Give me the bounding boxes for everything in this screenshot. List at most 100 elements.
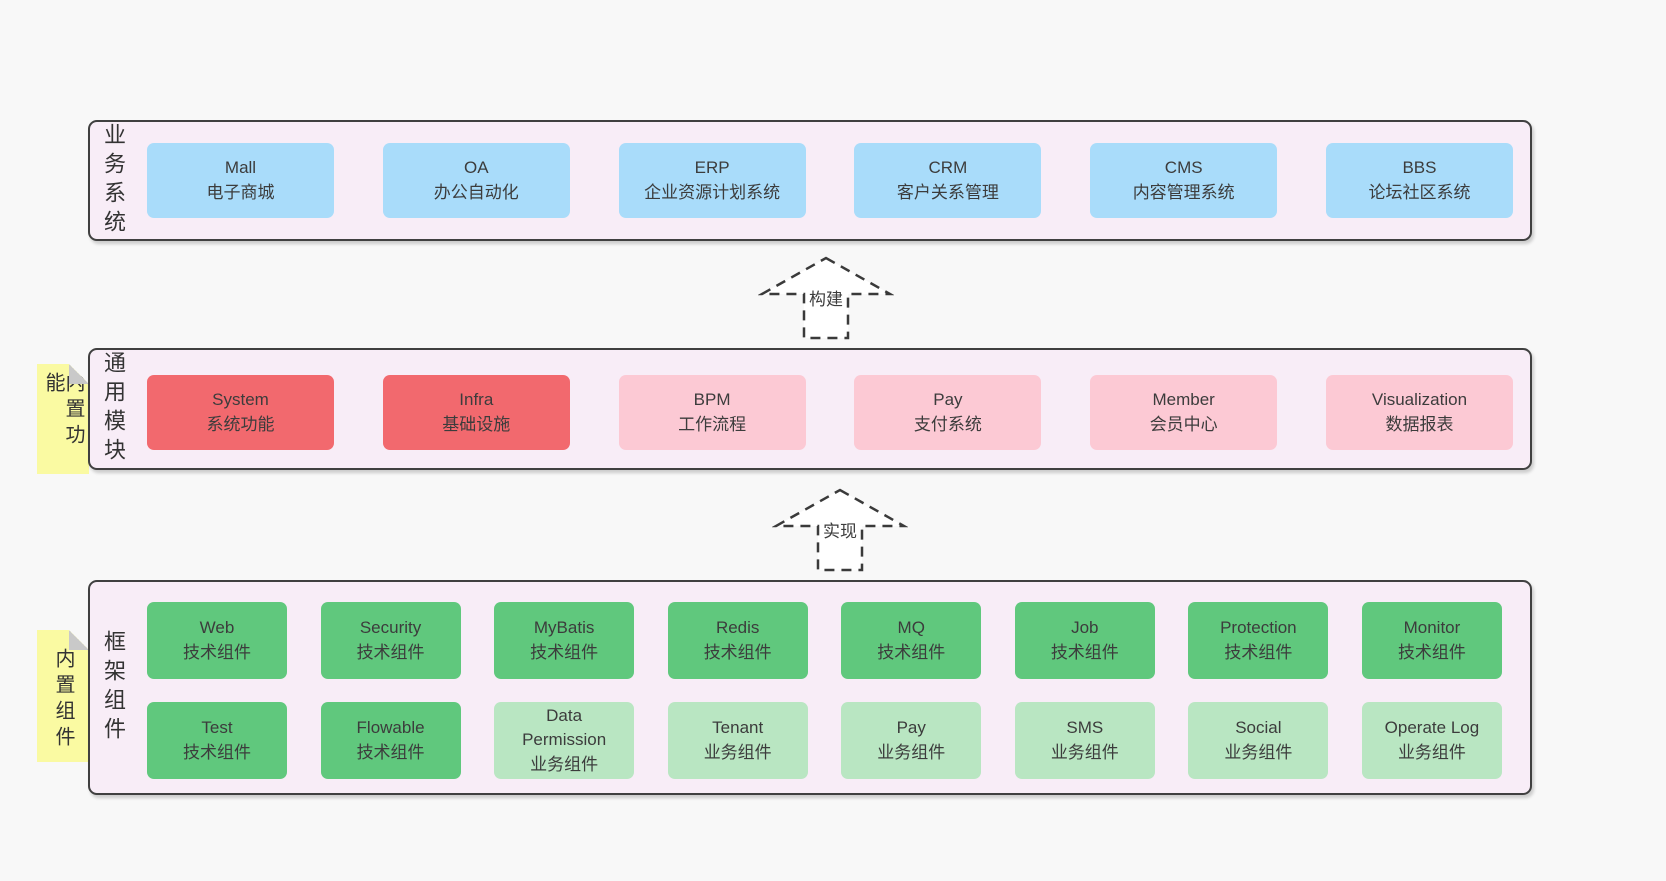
box-pay: Pay 支付系统 [854, 375, 1042, 450]
box-visualization: Visualization 数据报表 [1325, 375, 1513, 450]
box-subtitle: 客户关系管理 [896, 182, 999, 202]
arrow-build-label: 构建 [806, 285, 846, 310]
up-arrow-build: 构建 [758, 255, 894, 341]
box-title: Operate Log [1384, 717, 1480, 737]
framework-components-box-row-2: Test 技术组件 Flowable 技术组件 Data Permission … [147, 702, 1502, 779]
box-subtitle: 技术组件 [356, 642, 425, 662]
box-bbs: BBS 论坛社区系统 [1325, 143, 1513, 218]
box-subtitle: 基础设施 [442, 414, 511, 434]
box-data-permission: Data Permission 业务组件 [494, 702, 635, 779]
up-arrow-implement: 实现 [772, 487, 908, 573]
box-title: Flowable [356, 717, 425, 737]
box-subtitle: 业务组件 [1397, 742, 1466, 762]
box-subtitle: 业务组件 [1050, 742, 1119, 762]
box-subtitle: 技术组件 [1397, 642, 1466, 662]
box-infra: Infra 基础设施 [382, 375, 570, 450]
box-web: Web 技术组件 [147, 602, 287, 679]
box-security: Security 技术组件 [320, 602, 461, 679]
sticky-note-built-in-components: 内置组件 [37, 630, 89, 762]
box-oa: OA 办公自动化 [382, 143, 570, 218]
box-erp: ERP 企业资源计划系统 [618, 143, 806, 218]
business-systems-side-label: 业务系统 [101, 122, 126, 239]
box-system: System 系统功能 [147, 375, 334, 450]
common-modules-layer: 通用模块 System 系统功能 Infra 基础设施 BPM 工作流程 Pay… [88, 348, 1532, 470]
box-title: CRM [928, 157, 968, 177]
box-sms: SMS 业务组件 [1014, 702, 1155, 779]
box-title: Visualization [1371, 389, 1468, 409]
box-title: Job [1071, 617, 1099, 637]
box-job: Job 技术组件 [1014, 602, 1155, 679]
box-title: Protection [1220, 617, 1297, 637]
box-protection: Protection 技术组件 [1188, 602, 1329, 679]
box-subtitle: 技术组件 [1050, 642, 1119, 662]
box-social: Social 业务组件 [1188, 702, 1329, 779]
box-title: MyBatis [533, 617, 595, 637]
common-modules-side-label: 通用模块 [101, 351, 126, 467]
box-title: BPM [693, 389, 731, 409]
box-subtitle: 内容管理系统 [1132, 182, 1235, 202]
box-subtitle: 业务组件 [1224, 742, 1293, 762]
sticky-note-label: 内置组件 [52, 648, 74, 752]
box-member: Member 会员中心 [1090, 375, 1278, 450]
box-pay-biz: Pay 业务组件 [841, 702, 982, 779]
box-title: Redis [715, 617, 760, 637]
box-flowable: Flowable 技术组件 [320, 702, 461, 779]
box-cms: CMS 内容管理系统 [1090, 143, 1278, 218]
box-test: Test 技术组件 [147, 702, 287, 779]
common-modules-box-row: System 系统功能 Infra 基础设施 BPM 工作流程 Pay 支付系统… [147, 375, 1513, 450]
box-title: Social [1235, 717, 1282, 737]
box-title: Member [1152, 389, 1215, 409]
box-title: SMS [1066, 717, 1104, 737]
box-title: Test [201, 717, 233, 737]
box-subtitle: 技术组件 [703, 642, 772, 662]
box-title: OA [464, 157, 489, 177]
sticky-note-label: 内置功能 [42, 372, 84, 450]
box-title: MQ [897, 617, 925, 637]
box-subtitle: 数据报表 [1385, 414, 1454, 434]
box-mq: MQ 技术组件 [841, 602, 982, 679]
box-subtitle: 技术组件 [530, 642, 599, 662]
box-subtitle: 业务组件 [703, 742, 772, 762]
box-title: ERP [694, 157, 730, 177]
box-title: Web [199, 617, 235, 637]
box-monitor: Monitor 技术组件 [1361, 602, 1502, 679]
box-title: Data Permission [522, 705, 607, 750]
box-title: Pay [896, 717, 926, 737]
framework-components-layer: 框架组件 Web 技术组件 Security 技术组件 MyBatis 技术组件… [88, 580, 1532, 795]
business-systems-layer: 业务系统 Mall 电子商城 OA 办公自动化 ERP 企业资源计划系统 CRM… [88, 120, 1532, 241]
box-title: Mall [224, 157, 257, 177]
box-title: Infra [459, 389, 494, 409]
box-crm: CRM 客户关系管理 [854, 143, 1042, 218]
arrow-implement-label: 实现 [820, 517, 860, 542]
box-subtitle: 办公自动化 [433, 182, 519, 202]
box-subtitle: 论坛社区系统 [1368, 182, 1471, 202]
box-subtitle: 电子商城 [206, 182, 275, 202]
sticky-note-built-in-features: 内置功能 [37, 364, 89, 474]
box-subtitle: 系统功能 [206, 414, 275, 434]
box-title: BBS [1402, 157, 1437, 177]
box-title: Security [359, 617, 422, 637]
box-subtitle: 技术组件 [1224, 642, 1293, 662]
box-subtitle: 企业资源计划系统 [644, 182, 781, 202]
box-subtitle: 技术组件 [183, 642, 251, 662]
box-title: CMS [1164, 157, 1203, 177]
box-subtitle: 技术组件 [877, 642, 946, 662]
box-mybatis: MyBatis 技术组件 [494, 602, 635, 679]
box-title: Pay [933, 389, 963, 409]
business-systems-box-row: Mall 电子商城 OA 办公自动化 ERP 企业资源计划系统 CRM 客户关系… [147, 143, 1513, 218]
box-subtitle: 业务组件 [877, 742, 946, 762]
box-subtitle: 工作流程 [678, 414, 747, 434]
box-title: System [212, 389, 269, 409]
framework-components-side-label: 框架组件 [101, 629, 126, 746]
box-bpm: BPM 工作流程 [618, 375, 806, 450]
box-subtitle: 技术组件 [356, 742, 425, 762]
box-subtitle: 会员中心 [1149, 414, 1218, 434]
box-operate-log: Operate Log 业务组件 [1361, 702, 1502, 779]
box-title: Tenant [712, 717, 764, 737]
box-subtitle: 技术组件 [183, 742, 251, 762]
box-redis: Redis 技术组件 [667, 602, 808, 679]
box-subtitle: 业务组件 [530, 754, 599, 774]
box-title: Monitor [1403, 617, 1461, 637]
box-subtitle: 支付系统 [913, 414, 982, 434]
box-mall: Mall 电子商城 [147, 143, 334, 218]
